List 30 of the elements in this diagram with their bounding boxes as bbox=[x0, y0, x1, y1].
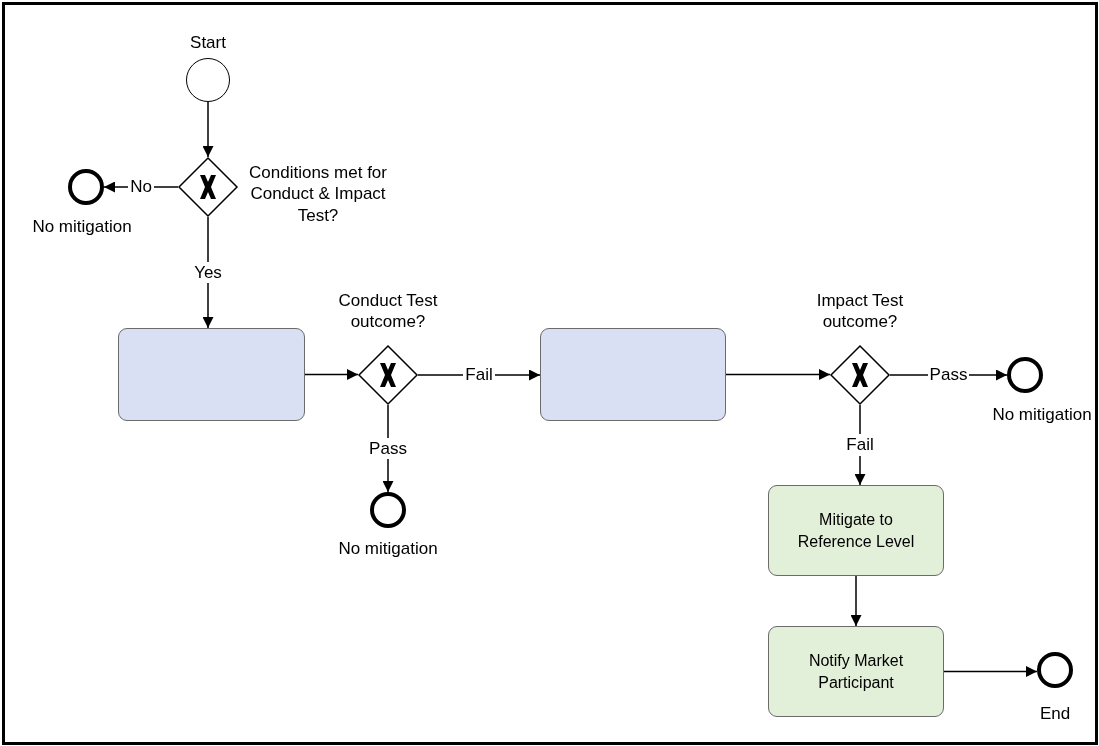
task-box bbox=[768, 485, 944, 576]
edge-label: Yes bbox=[192, 261, 224, 284]
arrow bbox=[943, 666, 1038, 677]
event-circle bbox=[1007, 357, 1043, 393]
event-caption: End bbox=[1038, 703, 1072, 725]
edge-label: Fail bbox=[844, 434, 876, 456]
event-caption: No mitigation bbox=[337, 538, 439, 560]
event-caption: Impact Test outcome? bbox=[815, 290, 905, 333]
event-caption: Conditions met for Conduct & Impact Test? bbox=[248, 162, 388, 226]
gateway-diamond bbox=[178, 157, 238, 217]
event-caption: Start bbox=[189, 32, 227, 54]
edge-label: Pass bbox=[367, 437, 409, 460]
task-label: Notify Market Participant bbox=[807, 650, 905, 693]
event-caption: No mitigation bbox=[31, 216, 133, 238]
arrow bbox=[202, 101, 214, 158]
arrow bbox=[850, 575, 862, 627]
task-box bbox=[768, 626, 944, 717]
gateway-diamond bbox=[358, 345, 418, 405]
event-circle bbox=[68, 169, 104, 205]
event-circle bbox=[370, 492, 406, 528]
event-caption: No mitigation bbox=[991, 404, 1093, 426]
gateway-diamond bbox=[830, 345, 890, 405]
task-box bbox=[118, 328, 305, 421]
arrow bbox=[725, 369, 831, 380]
task-label: Mitigate to Reference Level bbox=[796, 509, 916, 552]
arrow bbox=[304, 369, 359, 380]
event-circle bbox=[186, 58, 230, 102]
event-circle bbox=[1037, 652, 1073, 688]
event-caption: Conduct Test outcome? bbox=[337, 290, 439, 333]
task-box bbox=[540, 328, 726, 421]
